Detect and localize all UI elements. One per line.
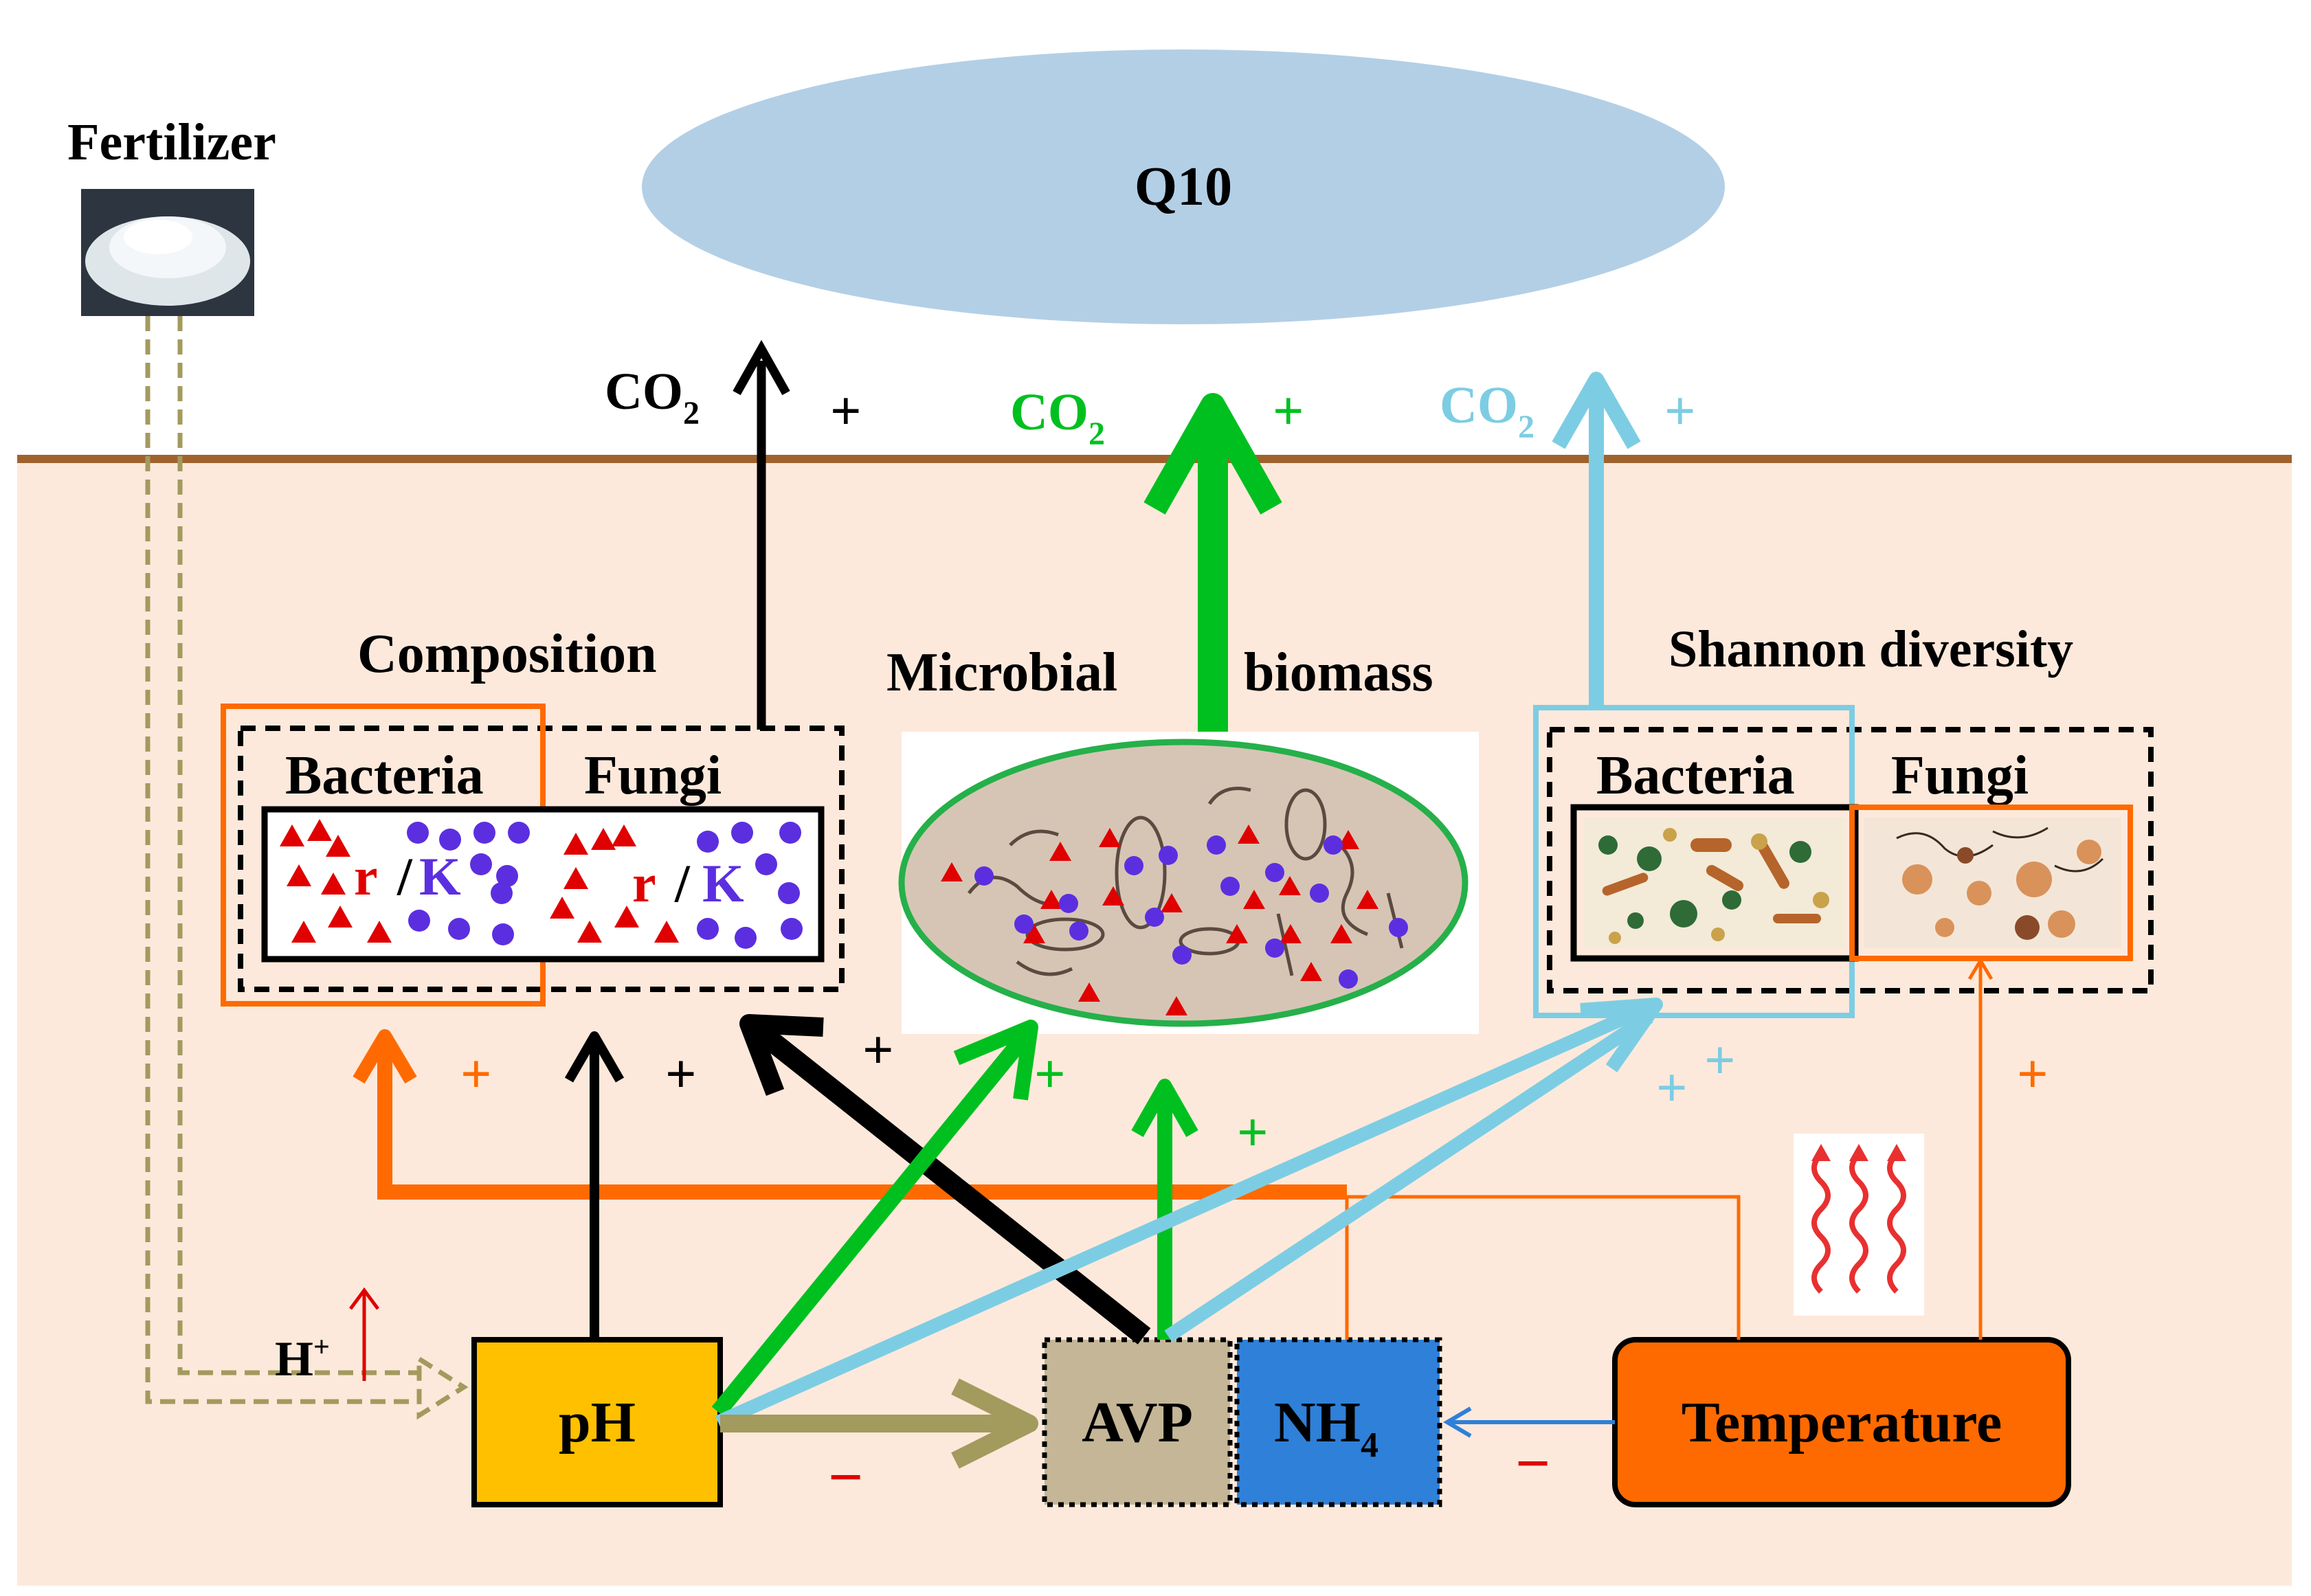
- composition-fungi-slash: /: [674, 853, 691, 913]
- composition-bacteria-slash: /: [397, 846, 413, 906]
- nh4-label: NH4: [1274, 1391, 1378, 1465]
- biomass-r-markers: [941, 824, 1378, 1015]
- composition-fungi-r: r: [632, 853, 656, 913]
- temperature-label: Temperature: [1682, 1391, 2002, 1454]
- composition-fungi-k-markers: [697, 822, 803, 949]
- sign-orange-composition: +: [460, 1044, 492, 1105]
- avp-label: AVP: [1082, 1391, 1193, 1454]
- sign-green-ph-biomass: +: [1034, 1044, 1066, 1105]
- nh4-box: [1234, 1337, 1442, 1507]
- co2-arrow-diversity: [1552, 372, 1641, 708]
- co2-label-green: CO2: [1010, 383, 1105, 452]
- diversity-heading: Shannon diversity: [1668, 620, 2073, 678]
- arrow-avp-to-diversity: [1164, 998, 1663, 1342]
- diversity-panel: [1570, 804, 1859, 962]
- co2-arrow-composition: [733, 339, 790, 730]
- diversity-fungi-image: [1864, 818, 2121, 948]
- co2-sign-green: +: [1273, 381, 1304, 442]
- fertilizer-label: Fertilizer: [67, 113, 276, 171]
- arrow-temperature-to-diversity-fungi: [1967, 957, 1994, 1340]
- biomass-microbe-sketches: [968, 787, 1404, 976]
- biomass-word2: biomass: [1244, 642, 1433, 703]
- ph-label: pH: [559, 1391, 636, 1454]
- composition-bacteria-k-markers: [407, 822, 530, 945]
- sign-orange-diversity: +: [2017, 1044, 2048, 1105]
- hplus-label: H+: [275, 1331, 330, 1386]
- arrow-ph-to-diversity: [715, 1003, 1646, 1429]
- diversity-bacteria-label: Bacteria: [1596, 745, 1795, 806]
- co2-arrow-biomass: [1143, 393, 1282, 732]
- composition-bacteria-k: K: [419, 846, 461, 906]
- diversity-bacteria-image: [1584, 818, 1845, 948]
- diversity-fungi-highlight: [1849, 805, 2133, 961]
- composition-fungi-label: Fungi: [584, 745, 722, 806]
- diversity-fungi-label: Fungi: [1891, 745, 2029, 806]
- fertilizer-path-arrow: [145, 316, 469, 1420]
- arrow-temperature-to-nh4: [1443, 1406, 1615, 1438]
- composition-fungi-r-markers: [550, 824, 679, 943]
- composition-fungi-k: K: [702, 853, 744, 913]
- avp-box: [1042, 1337, 1233, 1507]
- co2-sign-black: +: [830, 381, 862, 442]
- arrow-ph-to-composition-fungi: [564, 1031, 625, 1340]
- arrow-avp-to-composition: [739, 1014, 1151, 1345]
- fertilizer-image: [81, 189, 254, 316]
- composition-bacteria-r-markers: [280, 819, 392, 943]
- sign-green-avp-biomass: +: [1237, 1103, 1269, 1163]
- sign-minus-ph-avp: −: [828, 1443, 863, 1511]
- sign-lightblue-1: +: [1656, 1058, 1688, 1119]
- co2-label-lightblue: CO2: [1440, 376, 1534, 445]
- biomass-word1: Microbial: [886, 642, 1117, 703]
- sign-lightblue-2: +: [1704, 1031, 1736, 1091]
- arrow-ph-to-avp: [720, 1378, 1038, 1469]
- biomass-k-markers: [974, 835, 1408, 989]
- q10-label: Q10: [1135, 157, 1232, 217]
- composition-rk-panel: [261, 806, 825, 963]
- sign-minus-temperature-nh4: −: [1515, 1430, 1550, 1498]
- sign-black-ph-composition: +: [665, 1044, 697, 1105]
- arrow-ph-to-biomass: [711, 1020, 1038, 1417]
- q10-oval: [642, 49, 1725, 324]
- sign-black-avp-composition: +: [862, 1020, 894, 1081]
- composition-bacteria-r: r: [354, 846, 378, 906]
- hplus-up-arrow: [348, 1287, 380, 1381]
- co2-sign-lightblue: +: [1664, 381, 1696, 442]
- arrow-nh4-to-composition-bacteria: [353, 1029, 1347, 1200]
- composition-heading: Composition: [357, 624, 657, 684]
- composition-bacteria-label: Bacteria: [285, 745, 484, 806]
- co2-label-black: CO2: [605, 363, 700, 431]
- heat-waves-icon: [1794, 1134, 1924, 1316]
